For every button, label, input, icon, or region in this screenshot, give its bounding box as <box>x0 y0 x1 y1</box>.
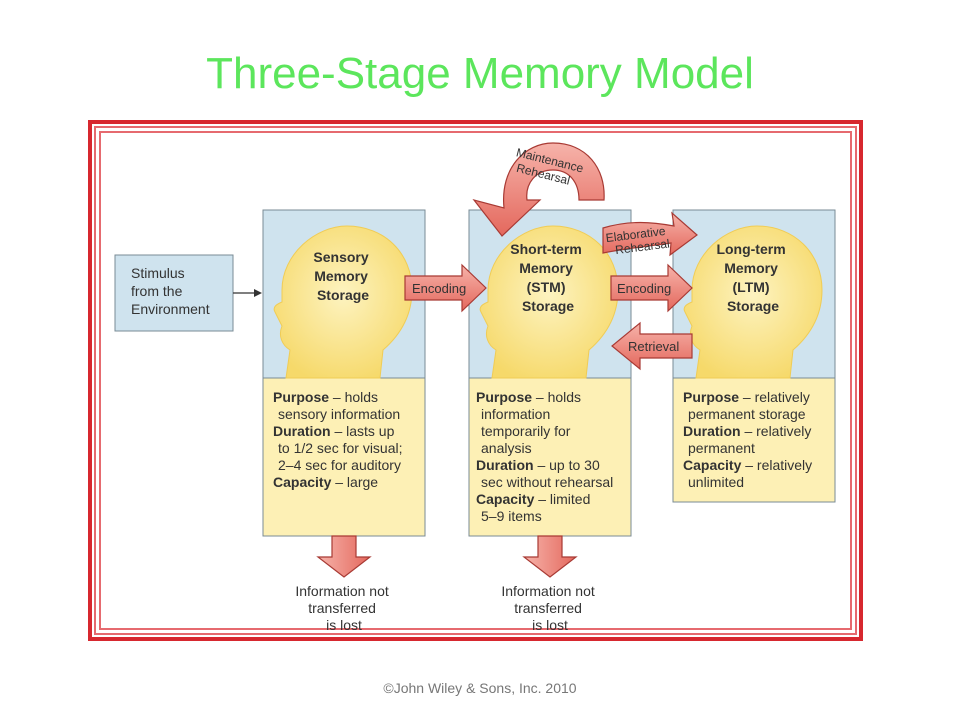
maintenance-rehearsal-loop: Maintenance Rehearsal <box>472 142 605 237</box>
ltm-stage: Long-term Memory (LTM) Storage Purpose –… <box>672 209 836 503</box>
copyright-footer: ©John Wiley & Sons, Inc. 2010 <box>383 680 577 696</box>
elaborative-label: Elaborative Rehearsal <box>605 224 671 259</box>
encoding-arrow-2: Encoding <box>610 263 693 313</box>
diagram-frame-inner <box>99 131 852 630</box>
ltm-head-icon <box>683 225 823 379</box>
sensory-bottom-panel <box>262 377 426 537</box>
lost-label-2: Information not transferred is lost <box>501 583 598 633</box>
lost-arrow-1 <box>316 535 372 578</box>
elaborative-rehearsal-arrow: Elaborative Rehearsal <box>602 211 698 259</box>
stm-bottom-panel <box>468 377 632 537</box>
stimulus-arrowhead <box>254 289 262 297</box>
lost-label-1: Information not transferred is lost <box>295 583 392 633</box>
encoding-label-2: Encoding <box>617 281 671 296</box>
sensory-head-icon <box>273 225 413 379</box>
stimulus-label: Stimulus from the Environment <box>131 265 210 317</box>
retrieval-label: Retrieval <box>628 339 679 354</box>
encoding-label-1: Encoding <box>412 281 466 296</box>
stm-title: Short-term Memory (STM) Storage <box>510 241 585 314</box>
retrieval-arrow: Retrieval <box>611 321 693 371</box>
stm-head-icon <box>479 225 619 379</box>
ltm-title: Long-term Memory (LTM) Storage <box>716 241 789 314</box>
lost-arrow-2 <box>522 535 578 578</box>
stm-stage: Short-term Memory (STM) Storage Purpose … <box>468 209 632 537</box>
encoding-arrow-1: Encoding <box>404 263 487 313</box>
diagram-frame-middle <box>94 126 857 635</box>
ltm-bottom-panel <box>672 377 836 503</box>
slide-title: Three-Stage Memory Model <box>206 49 754 98</box>
sensory-title: Sensory Memory Storage <box>313 249 372 303</box>
